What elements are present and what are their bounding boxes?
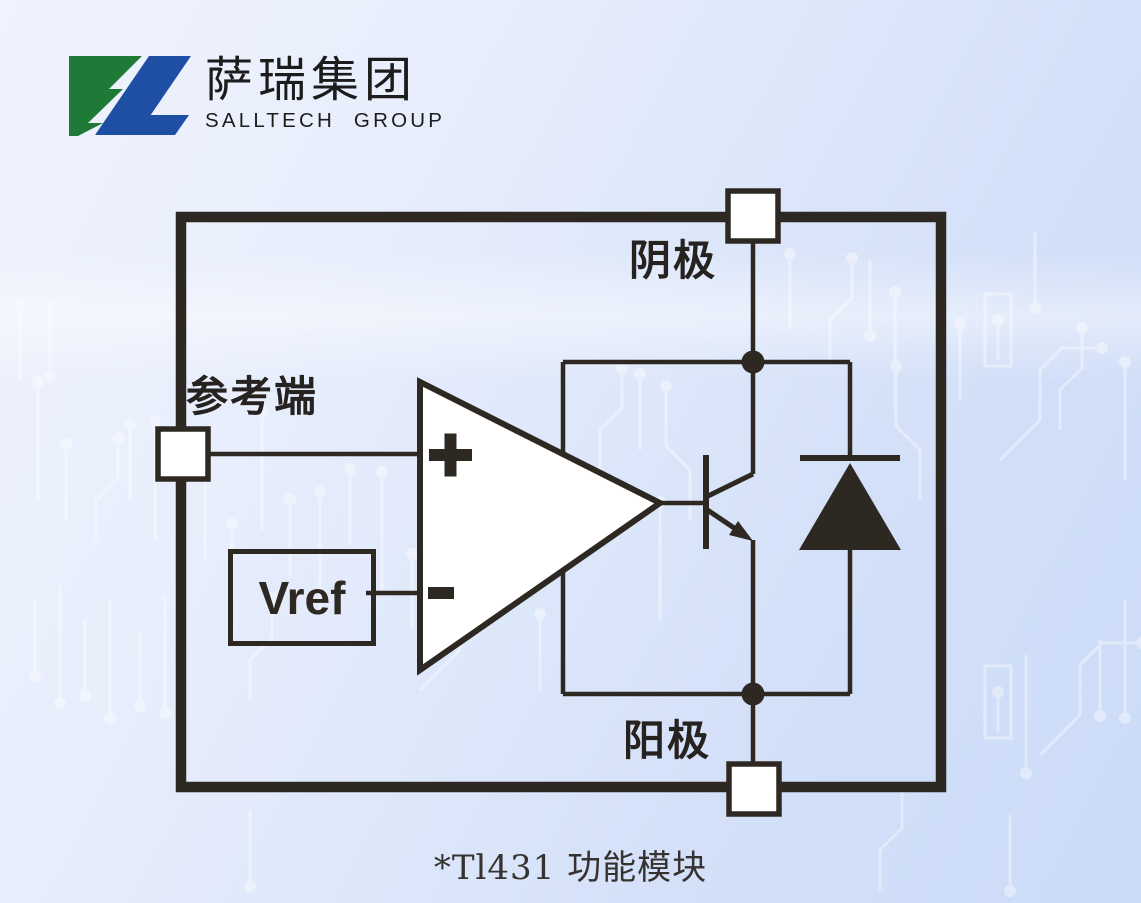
emitter-arrowhead — [729, 521, 753, 541]
junction-dot-top — [741, 350, 765, 374]
package-outline — [175, 211, 947, 793]
reference-terminal-pad — [155, 426, 211, 482]
cathode-terminal-pad — [725, 188, 781, 244]
figure-caption: *Tl431 功能模块 — [433, 848, 708, 888]
diode — [799, 455, 901, 550]
reference-terminal-label: 参考端 — [186, 373, 319, 420]
logo-green-shape — [69, 56, 142, 136]
vref-block: Vref — [228, 549, 376, 646]
cathode-terminal-label: 阴极 — [629, 237, 718, 284]
transistor-collector — [704, 471, 755, 500]
anode-terminal-pad — [726, 761, 782, 817]
opamp-triangle — [417, 377, 666, 676]
diode-triangle — [799, 463, 901, 550]
logo-blue-slash — [95, 56, 191, 135]
company-name-en: SALLTECH GROUP — [205, 108, 446, 132]
junction-dot-bottom — [741, 682, 765, 706]
logo-text: 萨瑞集团 SALLTECH GROUP — [205, 56, 445, 133]
logo-blue-bar — [134, 115, 189, 135]
plus-sign — [429, 433, 472, 477]
company-name-cn: 萨瑞集团 — [205, 52, 418, 108]
anode-terminal-label: 阳极 — [623, 717, 712, 764]
company-logo: 萨瑞集团 SALLTECH GROUP — [65, 54, 445, 138]
logo-mark-icon — [69, 56, 191, 136]
vref-label: Vref — [258, 571, 346, 624]
minus-sign — [428, 587, 454, 599]
